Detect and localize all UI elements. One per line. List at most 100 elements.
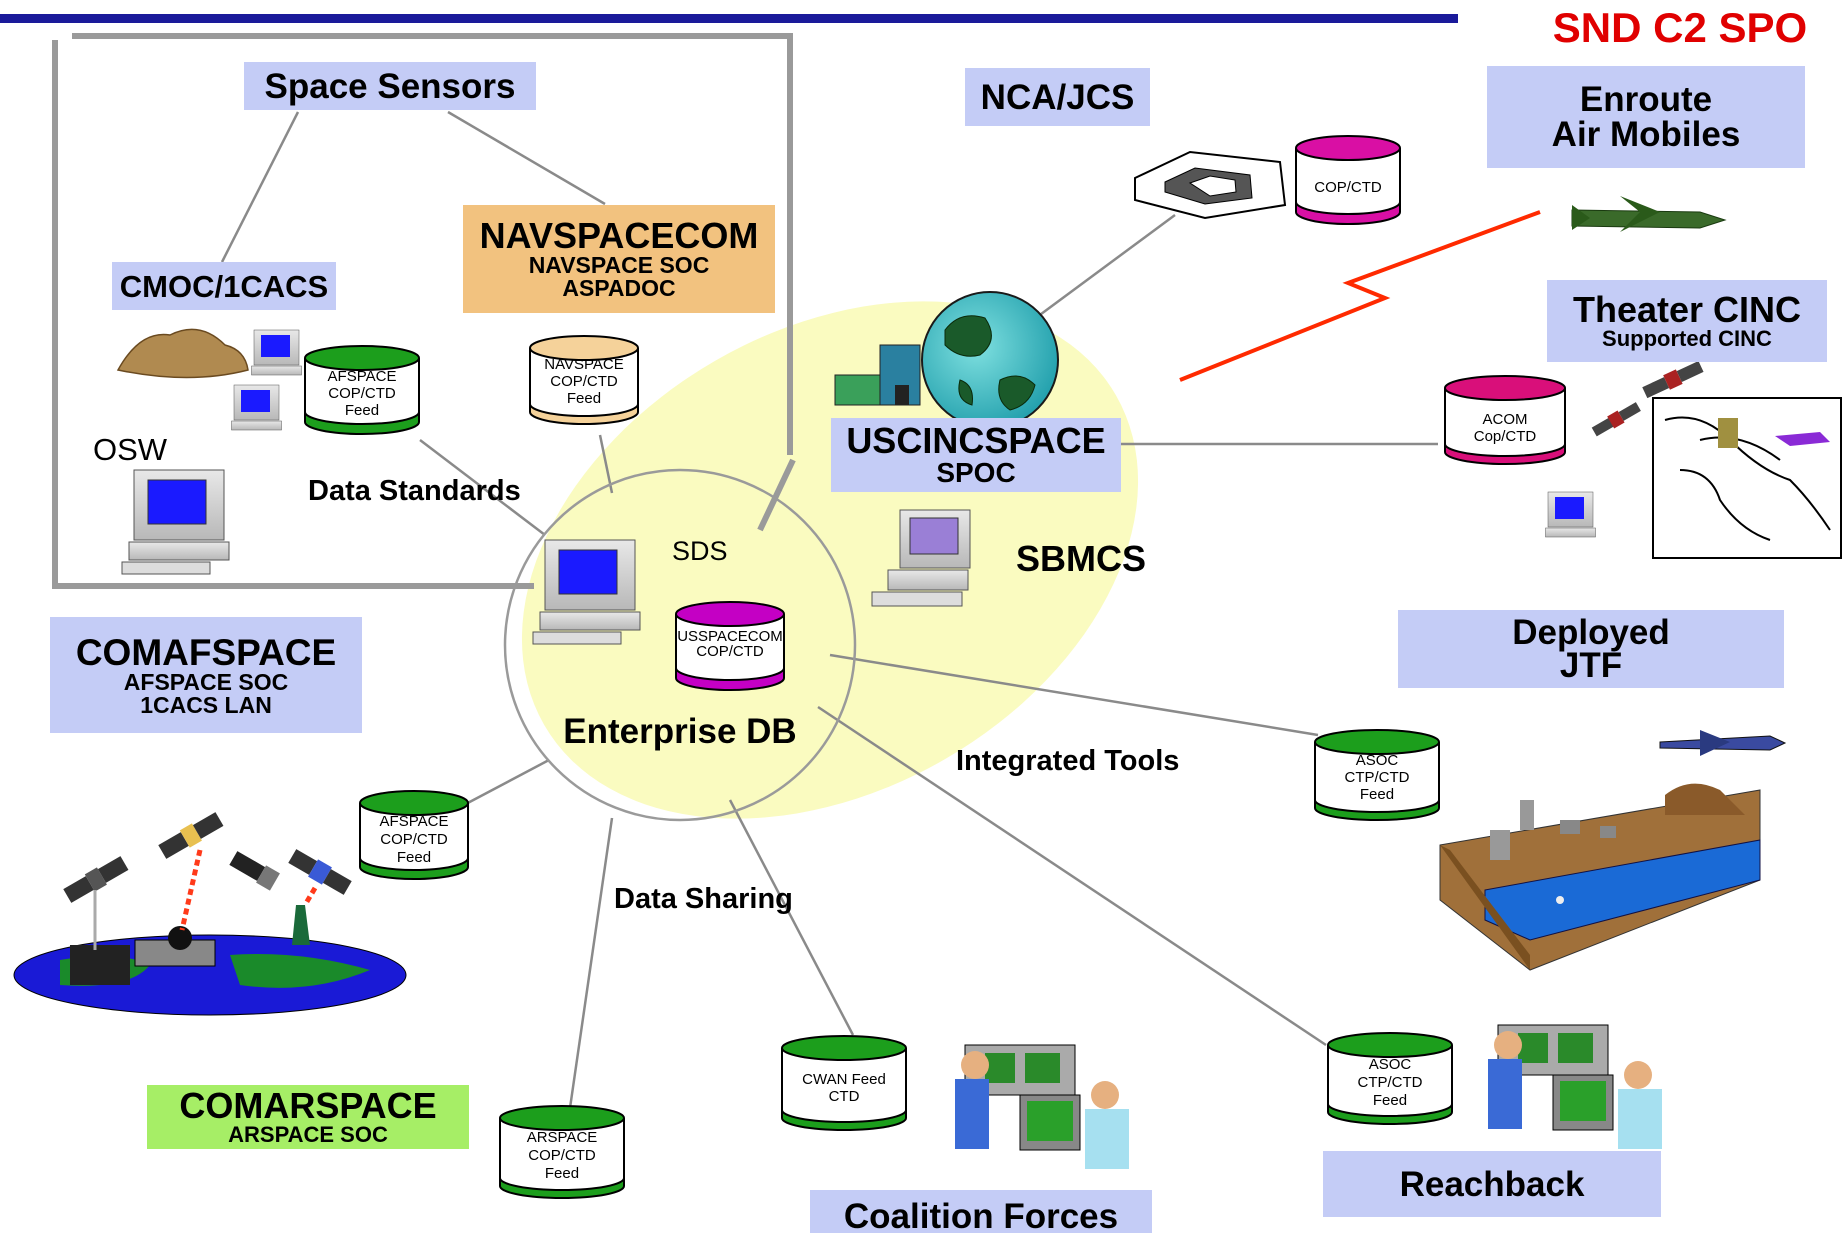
uscincspace-box: USCINCSPACE SPOC (831, 418, 1121, 492)
computer-icon (251, 329, 302, 376)
mountain-icon (116, 328, 249, 379)
space-segment-frame (52, 33, 793, 589)
db-label: NAVSPACE (544, 356, 623, 373)
db-label: Feed (397, 849, 431, 866)
coalition-forces-label: Coalition Forces (843, 1196, 1119, 1233)
computer-icon (121, 469, 230, 575)
satellite-icon (1642, 361, 1704, 399)
satellite-icon (63, 856, 129, 903)
nca-jcs-box: NCA/JCS (965, 68, 1150, 126)
db-label: USSPACECOM (677, 628, 783, 645)
comarspace-sub: ARSPACE SOC (228, 1122, 388, 1147)
connector-lines (220, 110, 1438, 1109)
database-cwan: CWAN Feed CTD (781, 1035, 907, 1131)
database-arspace: ARSPACE COP/CTD Feed (499, 1105, 625, 1199)
globe-icon (921, 291, 1059, 429)
db-label: Feed (1360, 786, 1394, 803)
computer-icon (532, 539, 641, 645)
enroute-line2: Air Mobiles (1551, 115, 1741, 154)
header-bar (0, 14, 1458, 23)
fighter-jet-icon (1659, 730, 1787, 756)
computer-icon (1545, 491, 1596, 538)
frame-connector (757, 458, 796, 532)
db-label: Feed (1373, 1092, 1407, 1109)
comarspace-box: COMARSPACE ARSPACE SOC (147, 1085, 469, 1149)
deployed-jtf-line2: JTF (1559, 646, 1623, 685)
database-asoc-jtf: ASOC CTP/CTD Feed (1314, 729, 1440, 821)
enterprise-db-label: Enterprise DB (563, 712, 797, 751)
db-label: CTD (829, 1088, 860, 1105)
db-label: COP/CTD (328, 385, 396, 402)
airlifter-icon (1571, 196, 1727, 232)
computer-icon (871, 509, 971, 607)
satellite-icon (158, 812, 224, 859)
db-label: Feed (545, 1165, 579, 1182)
database-afspace-top: AFSPACE COP/CTD Feed (304, 345, 420, 435)
satellite-icon (229, 851, 280, 891)
db-label: CTP/CTD (1345, 769, 1410, 786)
db-label: Feed (567, 390, 601, 407)
satellite-icon (1591, 402, 1641, 437)
db-label: AFSPACE (328, 368, 397, 385)
db-label: ARSPACE (527, 1129, 598, 1146)
db-label: ASOC (1369, 1056, 1412, 1073)
operator-workstation-icon (955, 1044, 1129, 1169)
sbmcs-label: SBMCS (1016, 538, 1147, 579)
space-sensors-label: Space Sensors (264, 66, 516, 106)
battlefield-icon (1439, 783, 1761, 971)
database-navspace: NAVSPACE COP/CTD Feed (529, 335, 639, 425)
navspacecom-title: NAVSPACECOM (479, 215, 759, 256)
nca-jcs-label: NCA/JCS (980, 77, 1135, 117)
comafspace-box: COMAFSPACE AFSPACE SOC 1CACS LAN (50, 617, 362, 733)
comafspace-title: COMAFSPACE (75, 631, 337, 673)
downlink-beams (179, 849, 318, 931)
db-label: ACOM (1483, 411, 1528, 428)
navspacecom-line2: ASPADOC (562, 275, 676, 301)
enroute-box: Enroute Air Mobiles (1487, 66, 1805, 168)
integrated-tools-label: Integrated Tools (956, 745, 1180, 777)
satcom-link (1179, 210, 1541, 382)
computer-icon (231, 384, 282, 431)
database-asoc-reachback: ASOC CTP/CTD Feed (1327, 1032, 1453, 1125)
pentagon-icon (1134, 150, 1287, 220)
uscincspace-title: USCINCSPACE (846, 420, 1106, 461)
operator-workstation-icon (1488, 1024, 1662, 1149)
database-usspacecom: USSPACECOM COP/CTD (675, 601, 785, 691)
db-label: COP/CTD (528, 1147, 596, 1164)
theater-map-icon (1652, 397, 1842, 559)
db-label: ASOC (1356, 752, 1399, 769)
enroute-line1: Enroute (1579, 80, 1713, 119)
page-title: SND C2 SPO (1552, 4, 1808, 51)
db-label: COP/CTD (550, 373, 618, 390)
db-label: Feed (345, 402, 379, 419)
theater-cinc-sub: Supported CINC (1602, 326, 1772, 351)
db-label: CTP/CTD (1358, 1074, 1423, 1091)
comafspace-line2: 1CACS LAN (140, 691, 272, 718)
space-sensors-box: Space Sensors (244, 62, 536, 110)
theater-cinc-box: Theater CINC Supported CINC (1547, 280, 1827, 362)
db-label: COP/CTD (1314, 179, 1382, 196)
database-ncajcs: COP/CTD (1295, 135, 1401, 225)
earth-station-icon (13, 905, 407, 1016)
navspacecom-box: NAVSPACECOM NAVSPACE SOC ASPADOC (463, 205, 775, 313)
db-label: CWAN Feed (802, 1071, 886, 1088)
db-label: COP/CTD (696, 643, 764, 660)
deployed-jtf-box: Deployed JTF (1398, 610, 1784, 688)
osw-label: OSW (93, 432, 168, 467)
data-sharing-label: Data Sharing (614, 883, 793, 915)
comafspace-line1: AFSPACE SOC (123, 668, 289, 695)
deployed-jtf-line1: Deployed (1512, 612, 1670, 652)
enterprise-db-circle (503, 468, 857, 822)
satellite-icon (288, 849, 352, 895)
database-acom: ACOM Cop/CTD (1444, 375, 1566, 465)
navspacecom-line1: NAVSPACE SOC (528, 252, 710, 278)
uscincspace-sub: SPOC (936, 457, 1016, 488)
cmoc-label: CMOC/1CACS (119, 268, 329, 304)
theater-cinc-title: Theater CINC (1572, 289, 1802, 330)
coalition-forces-box: Coalition Forces (810, 1190, 1152, 1233)
db-label: Cop/CTD (1474, 428, 1537, 445)
comarspace-title: COMARSPACE (179, 1085, 437, 1126)
db-label: COP/CTD (380, 831, 448, 848)
db-label: AFSPACE (380, 813, 449, 830)
